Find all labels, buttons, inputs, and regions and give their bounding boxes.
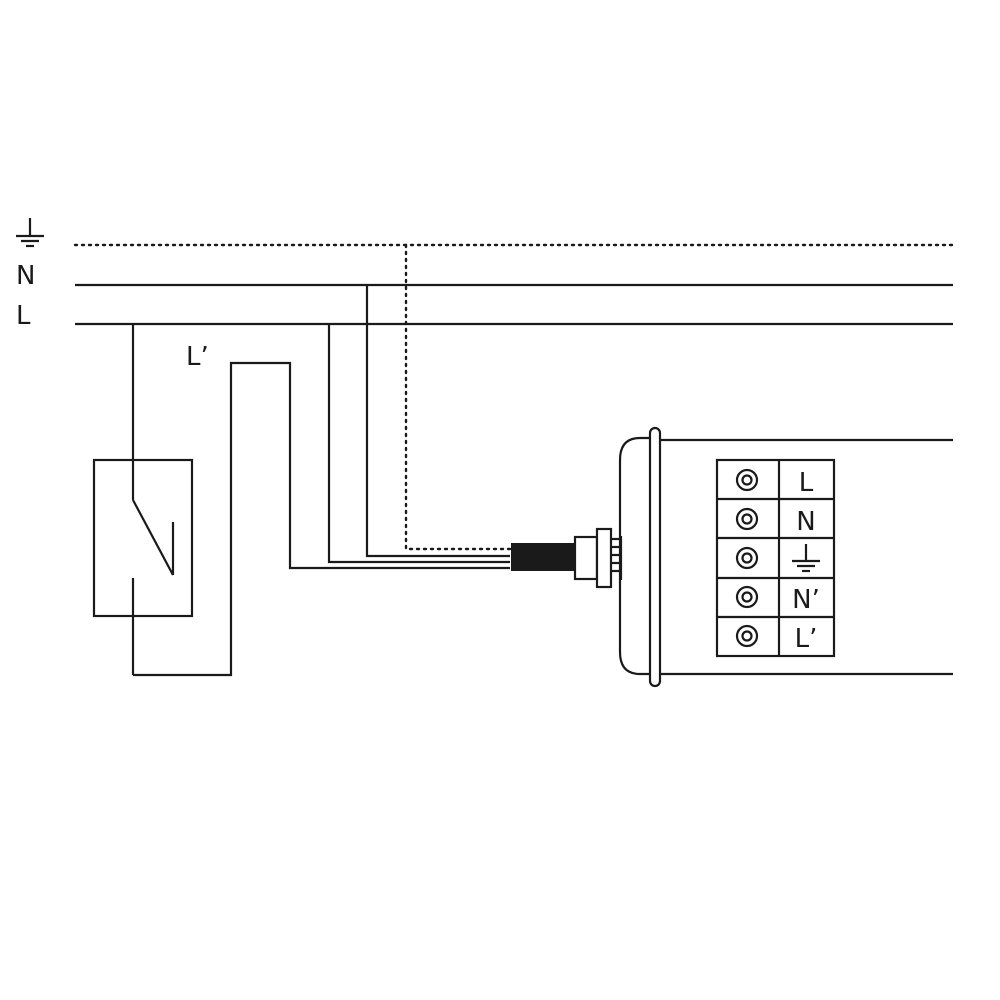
luminaire-housing	[618, 426, 953, 688]
terminal-block: L N	[715, 458, 836, 658]
cable-sleeve	[511, 543, 575, 571]
terminal-label: L’	[795, 624, 818, 654]
screw-icon	[735, 507, 759, 531]
screw-icon	[735, 468, 759, 492]
switch-box	[92, 458, 194, 618]
line-bus-label: L	[16, 301, 31, 331]
earth-icon	[792, 544, 820, 573]
terminal-label: L	[799, 468, 814, 498]
neutral-drop-wire	[365, 285, 510, 558]
cable-gland	[573, 527, 623, 589]
switched-line-label: L’	[186, 342, 209, 372]
terminal-l-prime: L’	[735, 624, 818, 654]
terminal-n: N	[735, 507, 816, 537]
terminal-l: L	[735, 468, 814, 498]
line-drop-wire	[327, 324, 510, 564]
switch-symbol	[131, 324, 175, 675]
screw-icon	[735, 546, 759, 570]
screw-icon	[735, 624, 759, 648]
terminal-n-prime: N’	[735, 585, 820, 615]
neutral-bus-label: N	[16, 261, 35, 291]
switched-line-wire	[133, 361, 510, 677]
terminal-label: N’	[792, 585, 820, 615]
terminal-earth	[735, 544, 820, 573]
earth-drop-wire	[404, 243, 512, 551]
terminal-label: N	[796, 507, 815, 537]
earth-bus-symbol	[16, 218, 44, 248]
screw-icon	[735, 585, 759, 609]
